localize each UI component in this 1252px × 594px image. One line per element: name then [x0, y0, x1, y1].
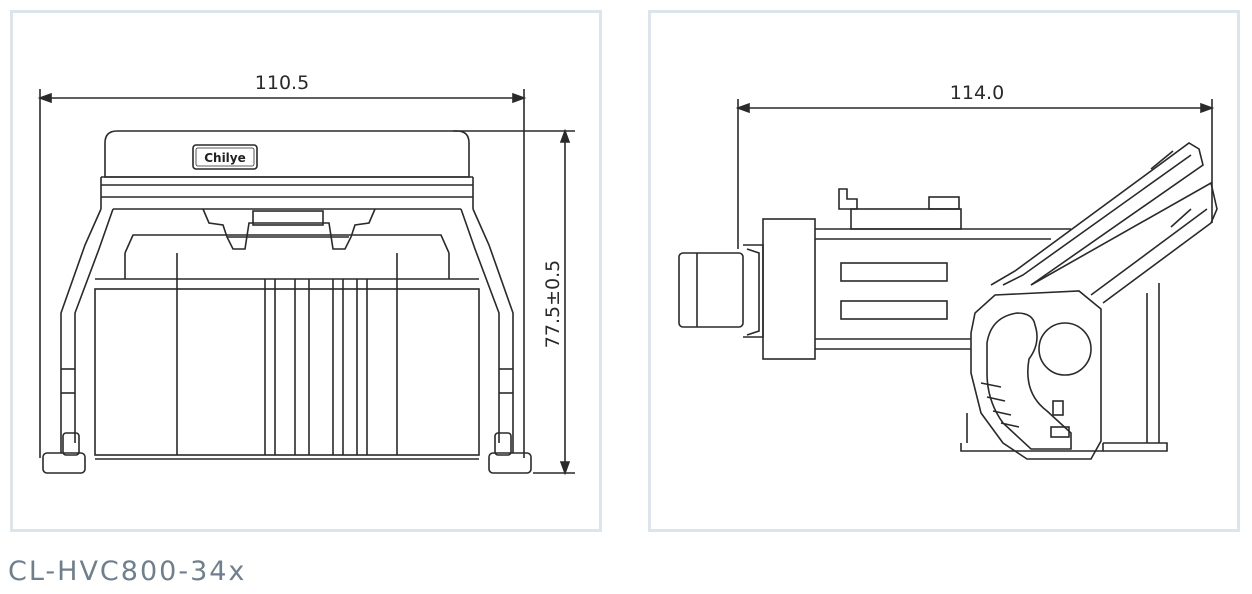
height-dimension-line [453, 128, 575, 476]
housing-body [94, 234, 480, 460]
side-view-drawing: 114.0 [678, 82, 1218, 460]
lever-arm [990, 142, 1218, 304]
brand-logo: Chilye [192, 144, 258, 170]
plug-stub [678, 244, 764, 338]
side-housing [762, 188, 1071, 360]
front-view-drawing: 110.5 77.5±0.5 Chilye [37, 72, 575, 476]
width-dimension-line [37, 89, 527, 458]
model-number: CL-HVC800-34x [8, 556, 247, 587]
locking-frame [60, 208, 514, 453]
connector-cover [100, 130, 474, 209]
mounting-feet [42, 432, 532, 474]
center-latches [202, 208, 376, 250]
lever-pivot [970, 290, 1102, 460]
height-dimension-label: 77.5±0.5 [542, 260, 564, 348]
length-dimension-line [735, 99, 1215, 249]
width-dimension-label: 110.5 [255, 72, 309, 94]
svg-text:Chilye: Chilye [204, 151, 246, 165]
side-view-panel: 114.0 [648, 10, 1240, 532]
length-dimension-label: 114.0 [950, 82, 1004, 104]
front-view-panel: 110.5 77.5±0.5 Chilye [10, 10, 602, 532]
base-bracket [960, 283, 1168, 452]
